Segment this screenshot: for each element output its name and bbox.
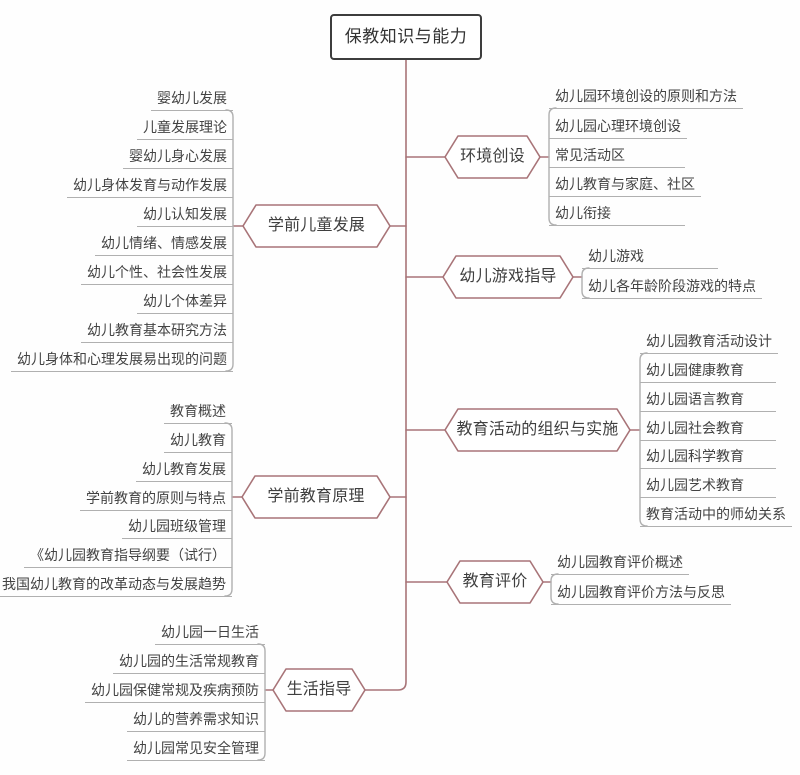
topic-item[interactable]: 我国幼儿教育的改革动态与发展趋势 — [0, 572, 232, 597]
topic-item[interactable]: 《幼儿园教育指导纲要（试行） — [24, 543, 232, 568]
branch-node-environment-creation[interactable]: 环境创设 — [460, 148, 525, 165]
branch-node-preschool-education-principles[interactable]: 学前教育原理 — [267, 488, 365, 505]
topic-item[interactable]: 幼儿教育 — [164, 428, 232, 453]
topic-item[interactable]: 幼儿园一日生活 — [155, 620, 265, 645]
topic-item[interactable]: 幼儿教育发展 — [136, 457, 232, 482]
topic-item[interactable]: 儿童发展理论 — [137, 115, 233, 140]
branch-node-activity-organization[interactable]: 教育活动的组织与实施 — [456, 421, 619, 438]
topic-item[interactable]: 幼儿教育与家庭、社区 — [549, 172, 701, 197]
topic-item[interactable]: 幼儿园健康教育 — [640, 358, 776, 383]
topic-item[interactable]: 幼儿身体和心理发展易出现的问题 — [11, 347, 233, 372]
branch-hexagon-play-guidance — [442, 255, 574, 299]
topic-item[interactable]: 学前教育的原则与特点 — [80, 486, 232, 511]
topic-item[interactable]: 幼儿的营养需求知识 — [127, 707, 265, 732]
topic-item[interactable]: 教育概述 — [164, 399, 232, 424]
topic-item[interactable]: 幼儿认知发展 — [137, 202, 233, 227]
topic-item[interactable]: 幼儿园教育活动设计 — [640, 329, 778, 354]
topic-item[interactable]: 幼儿园保健常规及疾病预防 — [85, 678, 265, 703]
topic-item[interactable]: 幼儿园常见安全管理 — [127, 736, 265, 761]
topic-item[interactable]: 教育活动中的师幼关系 — [640, 502, 792, 527]
topic-item[interactable]: 幼儿园社会教育 — [640, 416, 776, 441]
topic-item[interactable]: 幼儿教育基本研究方法 — [81, 318, 233, 343]
topic-item[interactable]: 幼儿园班级管理 — [122, 514, 232, 539]
topic-item[interactable]: 幼儿园教育评价方法与反思 — [551, 580, 731, 605]
topic-item[interactable]: 幼儿衔接 — [549, 201, 685, 226]
branch-node-preschool-child-development[interactable]: 学前儿童发展 — [267, 217, 366, 234]
branch-hexagon-environment-creation — [444, 135, 541, 179]
trunk-line — [364, 59, 407, 691]
topic-item[interactable]: 幼儿个性、社会性发展 — [81, 260, 233, 285]
topic-item[interactable]: 幼儿园科学教育 — [640, 444, 776, 469]
topic-item[interactable]: 幼儿身体发育与动作发展 — [67, 173, 233, 198]
topic-item[interactable]: 幼儿个体差异 — [137, 289, 233, 314]
topic-item[interactable]: 幼儿园教育评价概述 — [551, 550, 689, 575]
branch-hexagon-preschool-child-development — [242, 204, 391, 248]
branch-node-education-evaluation[interactable]: 教育评价 — [462, 573, 528, 590]
branch-hexagon-preschool-education-principles — [241, 475, 391, 519]
branch-node-life-guidance[interactable]: 生活指导 — [286, 681, 352, 698]
branch-hexagon-life-guidance — [272, 668, 366, 712]
topic-item[interactable]: 幼儿园的生活常规教育 — [113, 649, 265, 674]
topic-item[interactable]: 幼儿园艺术教育 — [640, 473, 776, 498]
topic-item[interactable]: 幼儿园环境创设的原则和方法 — [549, 84, 743, 109]
branch-node-play-guidance[interactable]: 幼儿游戏指导 — [459, 268, 557, 285]
topic-item[interactable]: 幼儿游戏 — [582, 244, 718, 269]
branch-hexagon-education-evaluation — [446, 560, 544, 604]
topic-item[interactable]: 婴幼儿身心发展 — [123, 144, 233, 169]
branch-hexagon-activity-organization — [444, 408, 631, 452]
topic-item[interactable]: 婴幼儿发展 — [151, 86, 233, 111]
topic-item[interactable]: 幼儿园心理环境创设 — [549, 114, 687, 139]
root-node[interactable]: 保教知识与能力 — [330, 14, 482, 60]
topic-item[interactable]: 幼儿各年龄阶段游戏的特点 — [582, 274, 762, 299]
topic-item[interactable]: 幼儿情绪、情感发展 — [95, 231, 233, 256]
topic-item[interactable]: 常见活动区 — [549, 143, 685, 168]
topic-item[interactable]: 幼儿园语言教育 — [640, 387, 776, 412]
